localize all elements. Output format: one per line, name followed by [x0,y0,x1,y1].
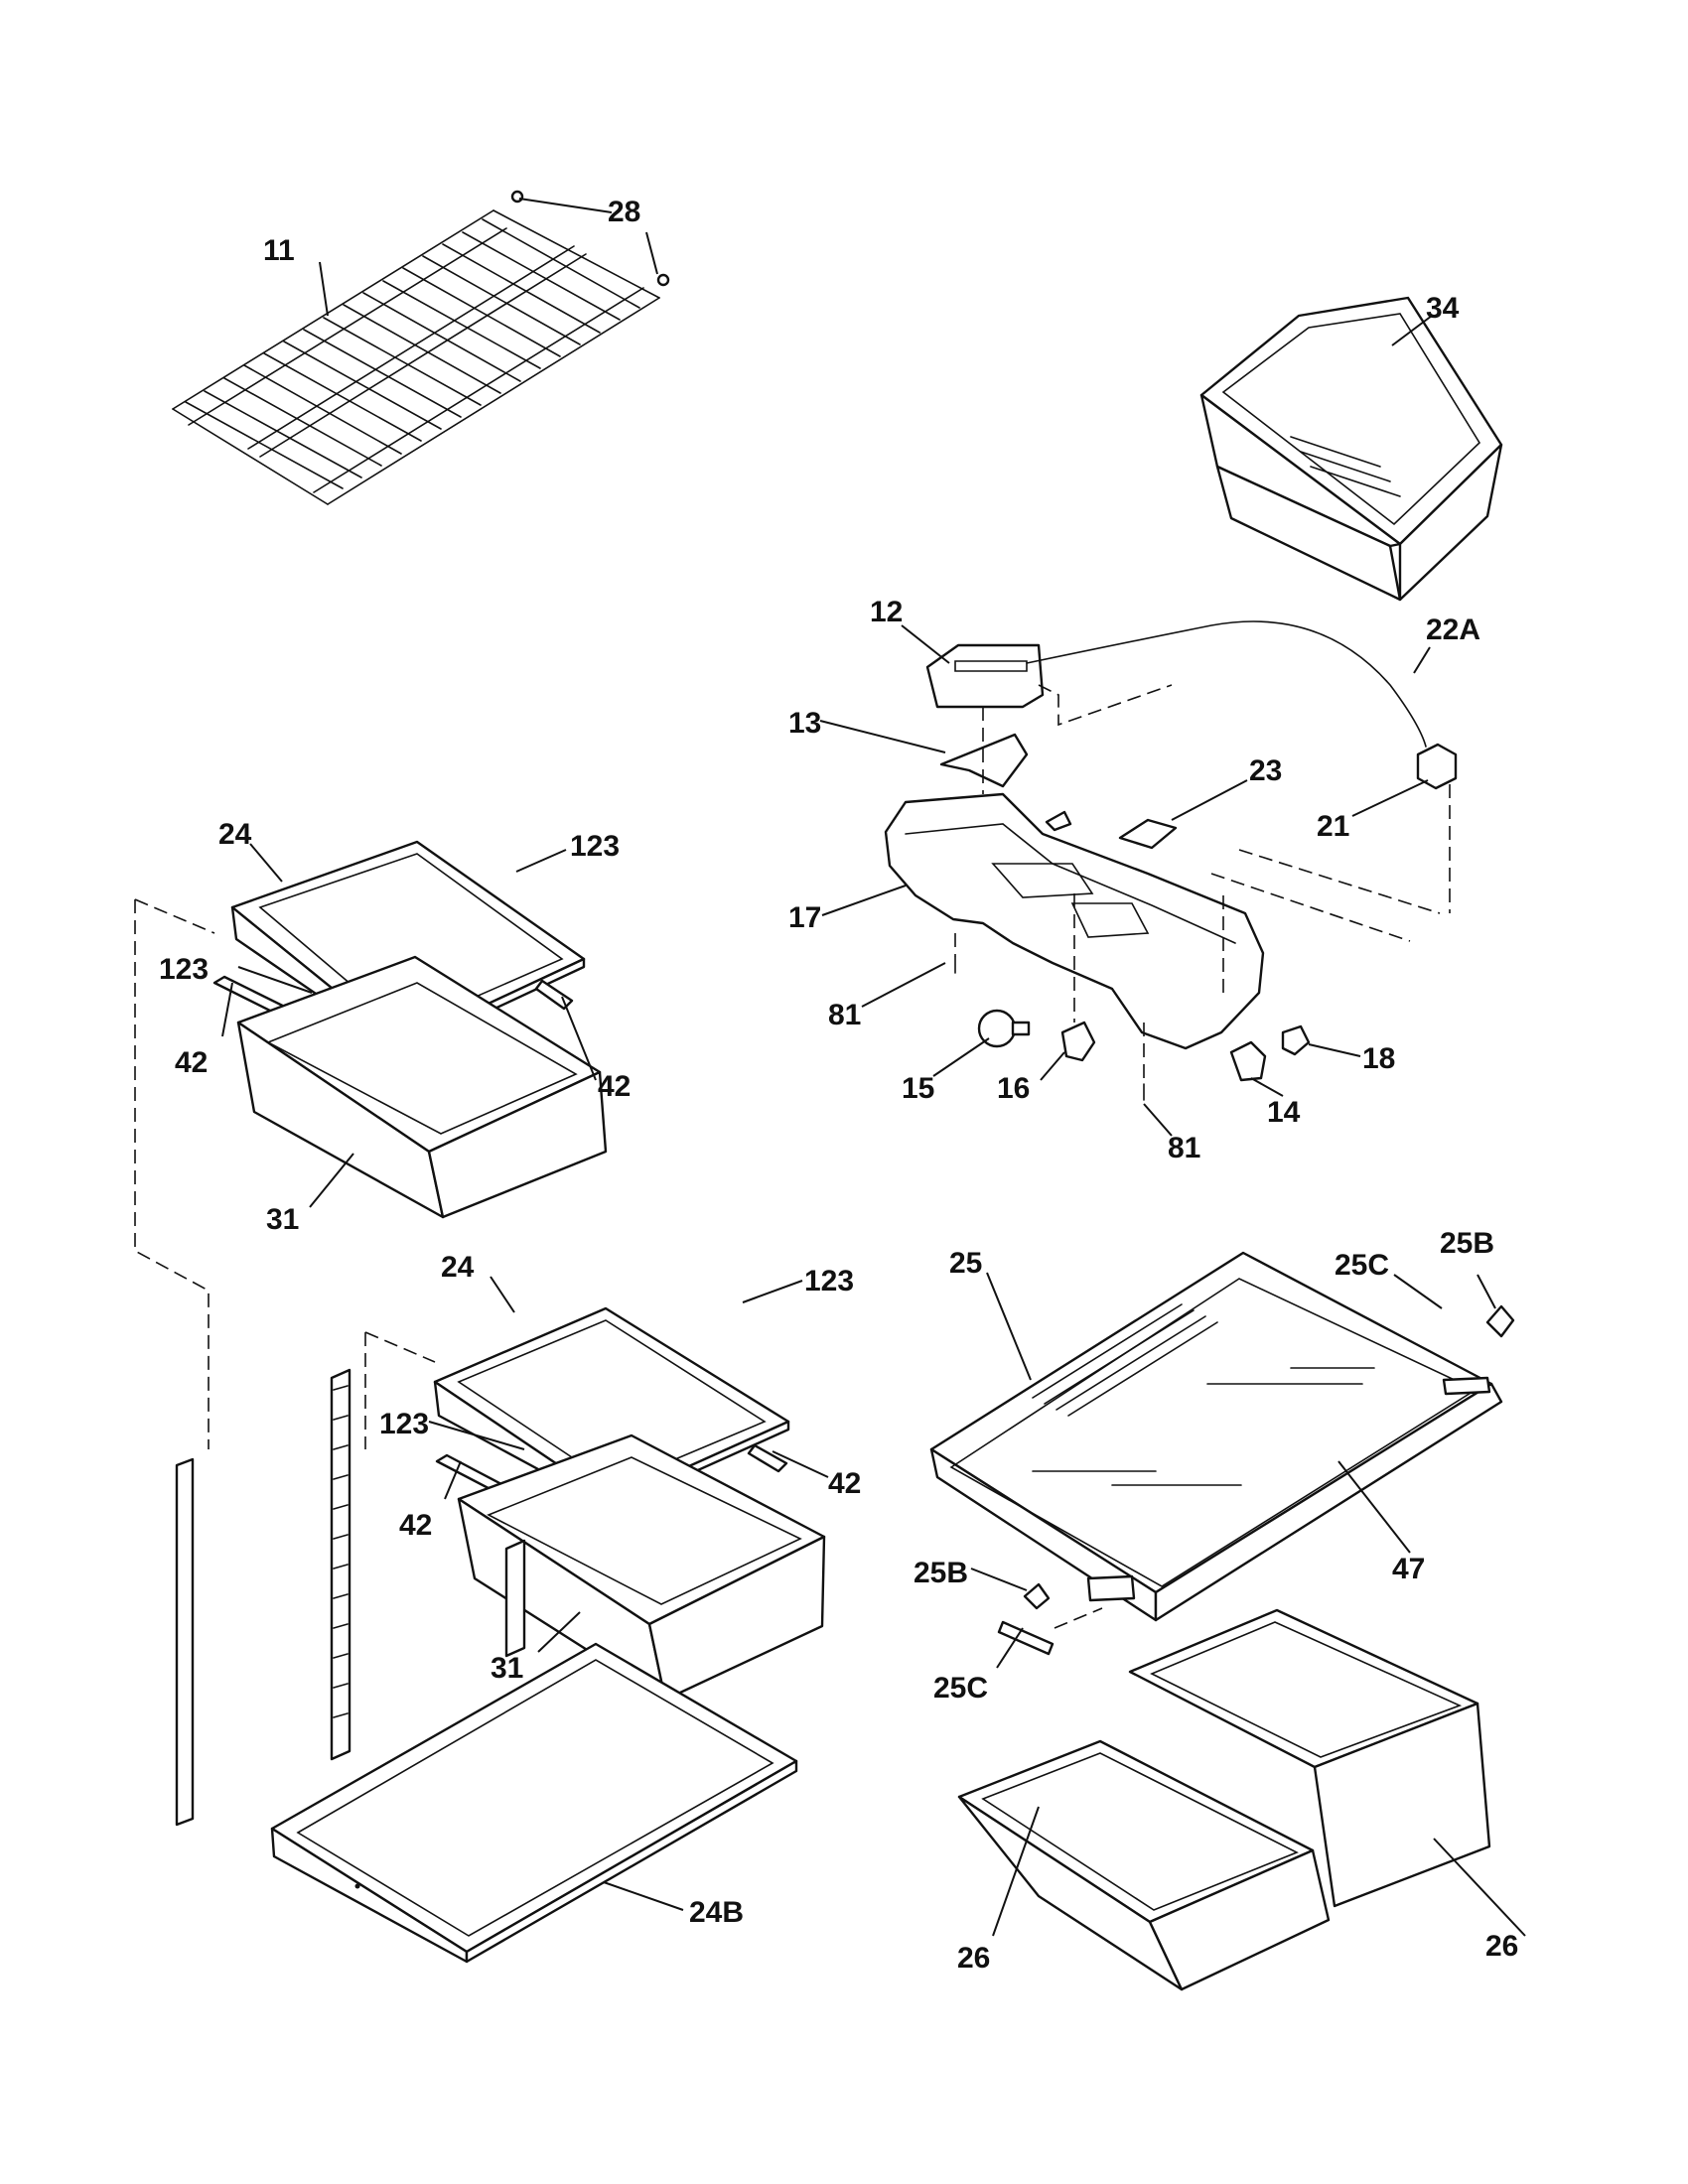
callout-24b: 24B [689,1896,744,1929]
wire-shelf-11 [172,190,670,505]
pan-drawer-26 [957,1608,1491,1991]
socket-16 [1060,1021,1096,1062]
callout-28: 28 [608,196,640,228]
callout-15: 15 [902,1072,934,1105]
callout-25c-lower: 25C [933,1672,988,1705]
callout-25: 25 [949,1247,982,1280]
switch-14 [1229,1040,1267,1082]
callout-26-left: 26 [957,1942,990,1975]
callout-42-upper-right: 42 [598,1070,631,1103]
pan-cover-25 [929,1251,1515,1656]
upper-crisper-assembly [134,840,608,1449]
light-housing-assembly [884,620,1458,1101]
callout-81-lower: 81 [1168,1132,1200,1164]
callout-26-right: 26 [1485,1930,1518,1963]
callout-12: 12 [870,596,903,628]
diffuser-13 [939,733,1029,788]
callout-23: 23 [1249,754,1282,787]
callout-22a: 22A [1426,614,1480,646]
callout-34: 34 [1426,292,1460,325]
glass-shelf-24b [270,1642,798,1964]
callout-42-upper-left: 42 [175,1046,208,1079]
callout-16: 16 [997,1072,1030,1105]
callout-11: 11 [263,234,295,267]
callout-13: 13 [788,707,821,740]
callout-123-upper-b: 123 [159,953,209,986]
callout-81-upper: 81 [828,999,861,1031]
callout-25b-upper: 25B [1440,1227,1494,1260]
callout-18: 18 [1362,1042,1395,1075]
callout-17: 17 [788,901,821,934]
callout-25b-lower: 25B [914,1557,968,1589]
callout-47: 47 [1392,1553,1425,1585]
knob-18 [1281,1024,1311,1056]
callout-24-lower: 24 [441,1251,475,1284]
callout-123-lower-a: 123 [804,1265,854,1297]
door-bin-34 [1199,296,1503,602]
callout-123-lower-b: 123 [379,1408,429,1440]
callout-31-upper: 31 [266,1203,299,1236]
lower-crisper-assembly [175,1306,826,1827]
callout-25c-upper: 25C [1335,1249,1389,1282]
callout-14: 14 [1267,1096,1301,1129]
callout-21: 21 [1317,810,1349,843]
leader-lines [221,198,1526,1937]
callout-24-upper: 24 [218,818,252,851]
callout-42-lower-left: 42 [399,1509,432,1542]
callout-labels: 11 28 34 12 22A 13 23 21 17 81 18 15 16 … [159,196,1518,1975]
board-23 [1118,818,1178,850]
callout-42-lower-right: 42 [828,1467,861,1500]
callout-31-lower: 31 [491,1652,523,1685]
callout-123-upper-a: 123 [570,830,620,863]
cover-12 [925,643,1045,709]
control-21 [1416,743,1458,790]
